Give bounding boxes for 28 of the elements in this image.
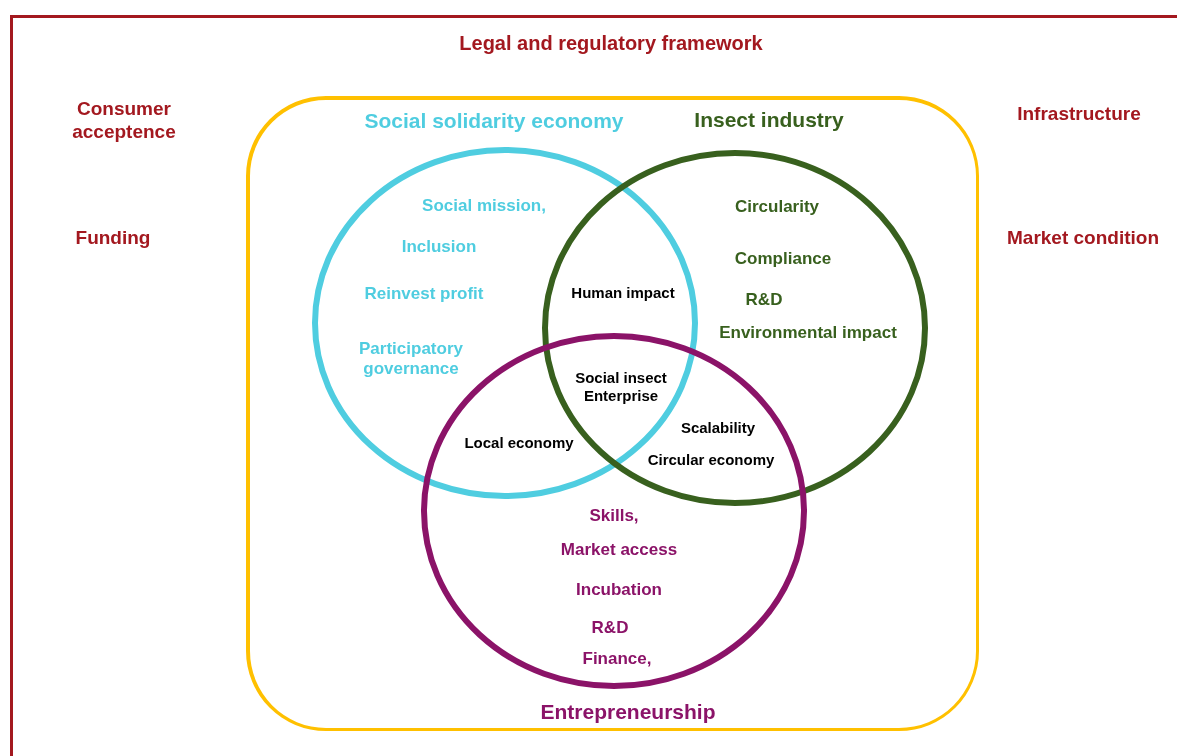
- item-label: Inclusion: [401, 236, 477, 258]
- overlap-label: Local economy: [464, 434, 574, 452]
- overlap-label: Human impact: [571, 284, 675, 302]
- item-label: Compliance: [734, 248, 832, 270]
- factor-label: Legal and regulatory framework: [459, 31, 763, 55]
- item-label: Finance,: [582, 648, 652, 670]
- overlap-label: Scalability: [680, 419, 756, 437]
- frame-border: [10, 15, 1177, 756]
- item-label: Social mission,: [422, 195, 546, 217]
- factor-label: Funding: [75, 226, 151, 250]
- item-label: Reinvest profit: [364, 283, 484, 305]
- item-label: Circularity: [734, 196, 820, 218]
- factor-label: Market condition: [1007, 226, 1159, 250]
- factor-label: Infrastructure: [1017, 102, 1141, 126]
- item-label: Market access: [560, 539, 678, 561]
- rounded-box: [246, 96, 979, 731]
- item-label: Incubation: [576, 579, 662, 601]
- item-label: Participatory governance: [358, 338, 464, 380]
- overlap-label: Social insect Enterprise: [574, 369, 668, 405]
- item-label: R&D: [745, 289, 783, 311]
- item-label: R&D: [591, 617, 629, 639]
- item-label: Skills,: [589, 505, 639, 527]
- circle-heading: Entrepreneurship: [540, 699, 716, 725]
- circle-heading: Insect industry: [694, 107, 844, 133]
- factor-label: Consumer acceptence: [71, 98, 177, 144]
- circle-heading: Social solidarity economy: [364, 108, 624, 134]
- overlap-label: Circular economy: [647, 451, 775, 469]
- item-label: Environmental impact: [719, 322, 897, 344]
